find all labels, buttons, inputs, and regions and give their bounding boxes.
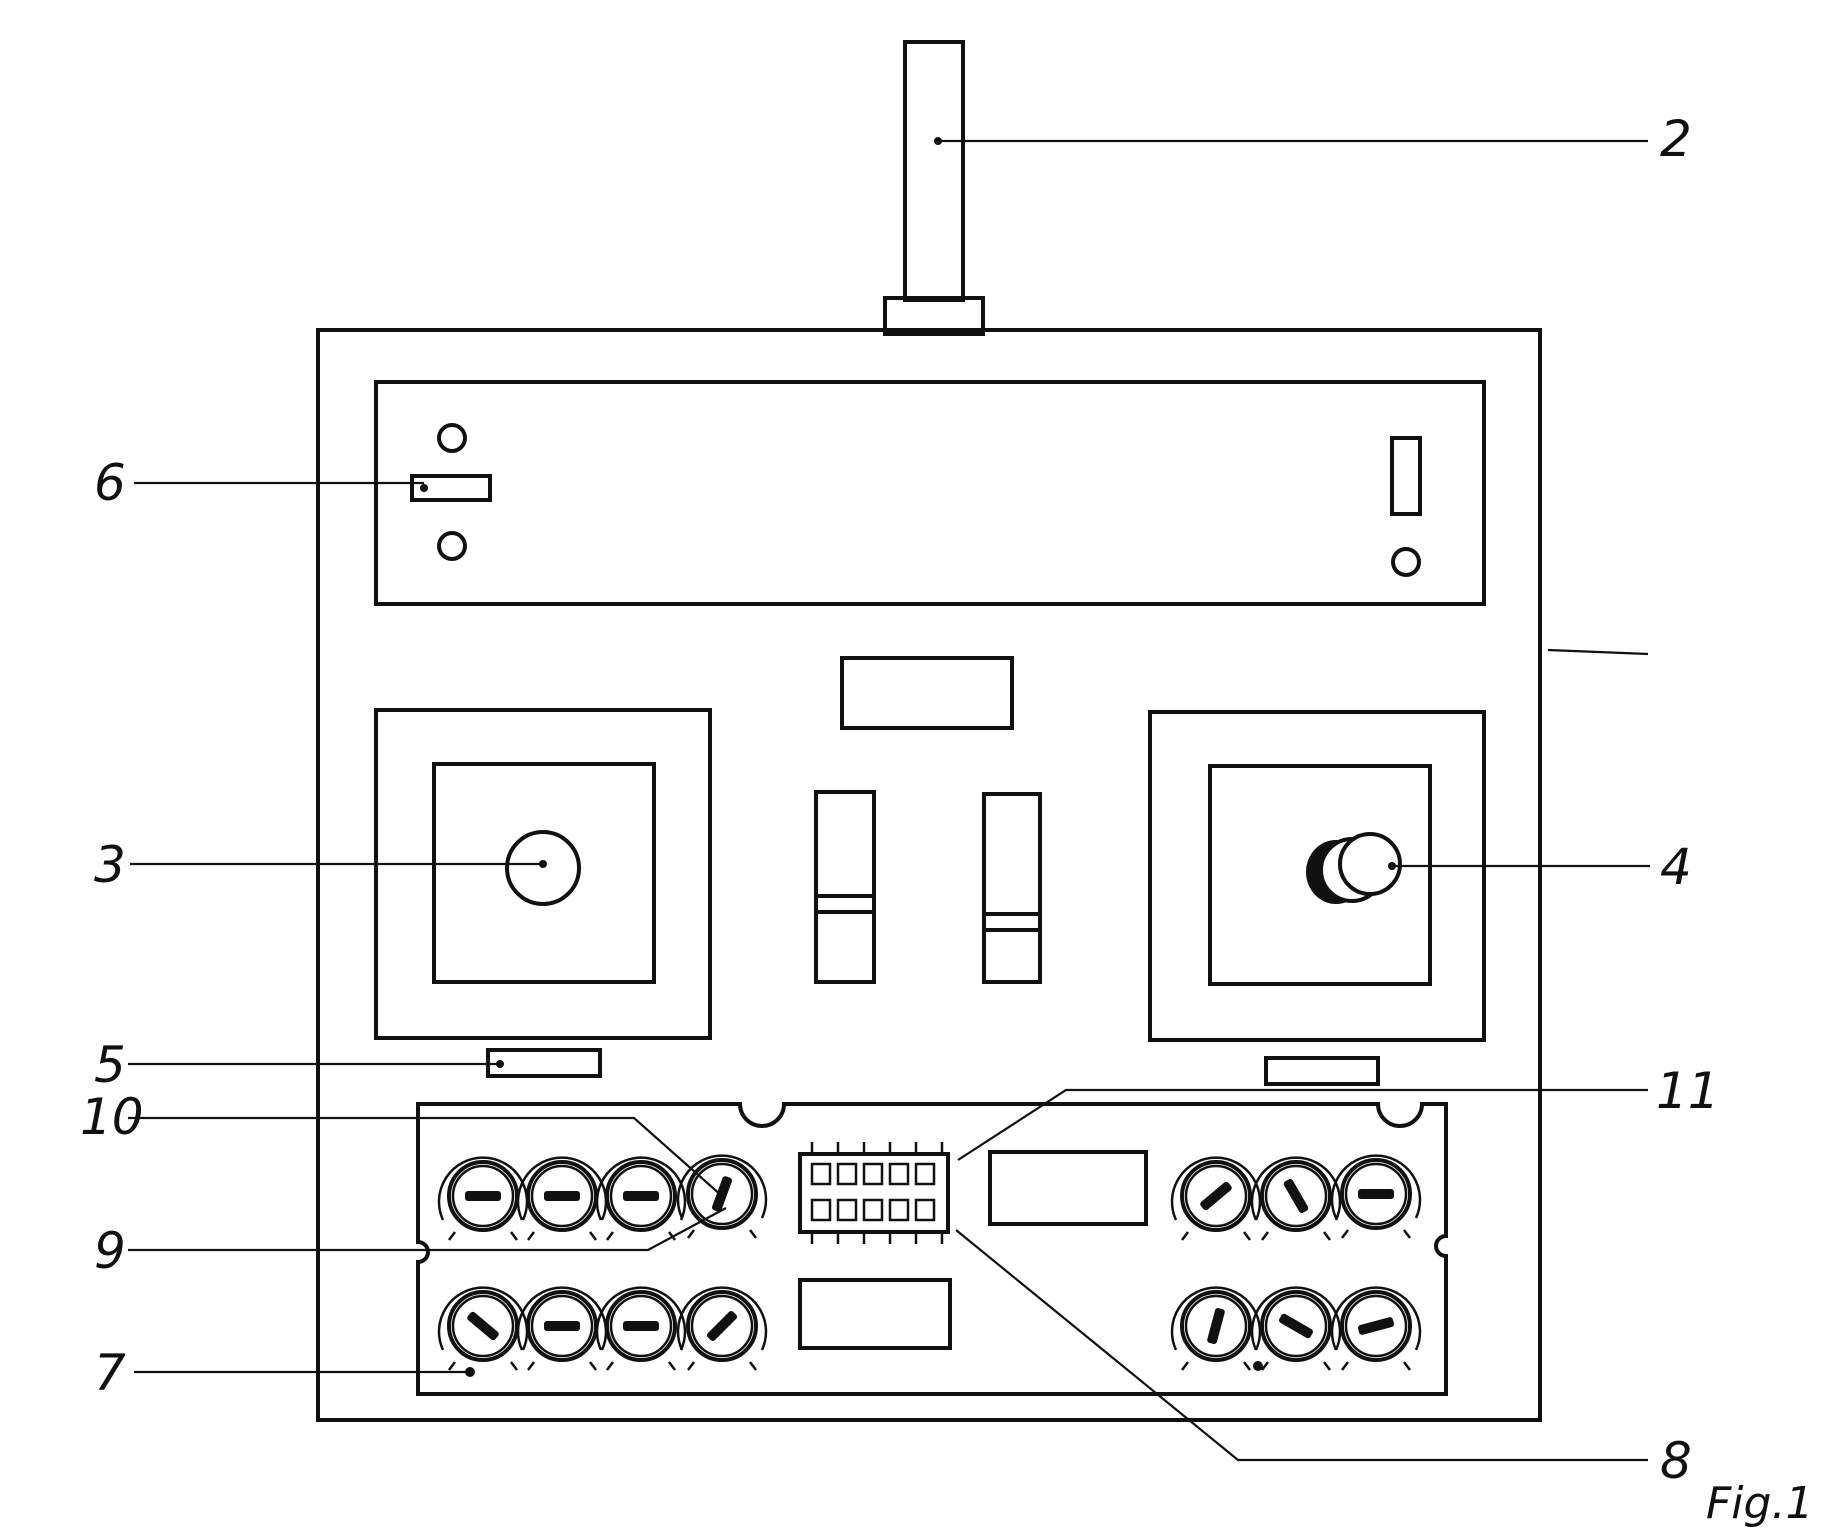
connector-pin [812,1164,830,1184]
right-stick-gimbal [1150,712,1484,1040]
connector-pin [812,1200,830,1220]
label-2: 2 [1660,110,1692,168]
label-4: 4 [1660,838,1692,896]
connector-pin [838,1164,856,1184]
connector [800,1142,948,1244]
connector-pin [864,1164,882,1184]
trim-knob [678,1288,766,1370]
connector-pin [916,1200,934,1220]
label-10: 10 [80,1088,144,1146]
label-9: 9 [94,1222,126,1280]
label-3: 3 [94,836,126,894]
connector-pin [916,1164,934,1184]
trim-knob [439,1288,527,1370]
trim-knob [518,1288,606,1370]
trim-knob [1332,1156,1420,1238]
label-6: 6 [94,454,126,512]
left-stick-gimbal [376,710,710,1038]
trim-knob [1172,1158,1260,1240]
trim-knob [1172,1288,1260,1370]
connector-pin [864,1200,882,1220]
connector-pin [890,1164,908,1184]
module-display-2 [800,1280,950,1348]
trim-knobs [439,1156,1420,1370]
pin-header [800,1142,948,1244]
label-5: 5 [94,1036,126,1094]
trim-knob [1252,1288,1340,1370]
slider-left [816,792,874,982]
slider-right [984,794,1040,982]
connector-pin [890,1200,908,1220]
trim-knob [597,1158,685,1240]
trim-knob [1252,1158,1340,1240]
trim-knob [1332,1288,1420,1370]
trim-knob [439,1158,527,1240]
connector-pin [838,1200,856,1220]
center-display [842,658,1012,728]
antenna [885,42,983,334]
module-display-1 [990,1152,1146,1224]
trim-knob [597,1288,685,1370]
leader-lines [128,141,1650,1460]
right-toggle-switch [1392,438,1420,514]
label-7: 7 [94,1344,126,1402]
top-panel [376,382,1484,604]
reference-numerals: 2 6 3 4 5 10 9 7 11 8 Fig.1 [80,110,1813,1528]
label-11: 11 [1656,1062,1720,1120]
trim-knob [518,1158,606,1240]
label-8: 8 [1660,1432,1692,1490]
trim-slot-left [488,1050,600,1076]
trim-slot-right [1266,1058,1378,1084]
figure-caption: Fig.1 [1706,1478,1813,1528]
